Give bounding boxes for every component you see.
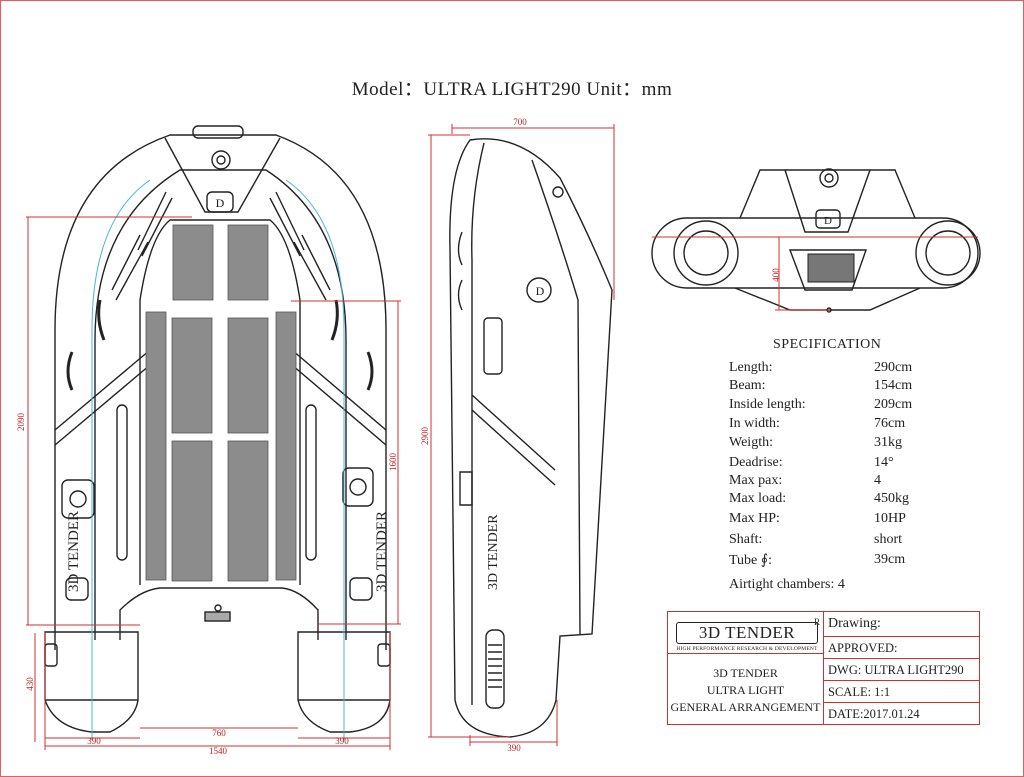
spec-label: Max HP: xyxy=(729,511,780,526)
spec-value: short xyxy=(874,532,902,547)
spec-label: Max load: xyxy=(729,491,787,506)
spec-label: Shaft: xyxy=(729,532,763,547)
drawing-title: Model：ULTRA LIGHT290 Unit：mm xyxy=(351,79,673,100)
spec-row: Weigth: 31kg xyxy=(729,435,989,453)
airtight-chambers: Airtight chambers: 4 xyxy=(729,577,845,592)
top-outer-tube xyxy=(54,134,387,650)
title-block: 3D TENDER R HIGH PERFORMANCE RESEARCH & … xyxy=(667,611,980,725)
bow-badge-letter: D xyxy=(216,196,225,210)
spec-label: Tube ∮: xyxy=(729,553,772,568)
spec-value: 31kg xyxy=(874,435,902,450)
dim-front-height: 400 xyxy=(771,268,781,282)
top-view-dimensions xyxy=(26,216,401,750)
hull-brand-left: 3D TENDER xyxy=(66,511,82,592)
side-hull-outline xyxy=(449,138,613,738)
spec-row: Inside length: 209cm xyxy=(729,397,989,415)
spec-row: Shaft: short xyxy=(729,532,989,550)
bow-handle xyxy=(192,125,244,139)
side-badge-letter: D xyxy=(536,284,545,298)
spec-value: 154cm xyxy=(874,378,913,393)
floor-panels xyxy=(145,224,297,582)
spec-row: Tube ∮: 39cm xyxy=(729,552,989,570)
date-label: DATE:2017.01.24 xyxy=(828,707,920,721)
spec-value: 4 xyxy=(874,473,881,488)
scale-label: SCALE: 1:1 xyxy=(828,685,891,699)
dim-top-tube-right: 390 xyxy=(335,736,349,746)
name-line-2: ULTRA LIGHT xyxy=(706,683,785,697)
spec-row: Max HP: 10HP xyxy=(729,511,989,529)
spec-value: 290cm xyxy=(874,360,913,375)
front-view-dimensions xyxy=(652,236,978,311)
spec-row: Beam: 154cm xyxy=(729,378,989,396)
drawing-label: Drawing: xyxy=(828,616,881,631)
spec-label: Max pax: xyxy=(729,473,783,488)
name-line-3: GENERAL ARRANGEMENT xyxy=(670,700,821,714)
name-line-1: 3D TENDER xyxy=(713,666,778,680)
spec-row: Length: 290cm xyxy=(729,360,989,378)
spec-value: 10HP xyxy=(874,511,906,526)
logo-main-text: 3D TENDER xyxy=(676,622,818,644)
specification-title: SPECIFICATION xyxy=(773,337,882,352)
spec-row: In width: 76cm xyxy=(729,416,989,434)
hull-brand-right: 3D TENDER xyxy=(374,511,390,592)
dim-top-inside-width: 760 xyxy=(212,728,226,738)
company-logo: 3D TENDER R HIGH PERFORMANCE RESEARCH & … xyxy=(676,617,820,652)
spec-value: 39cm xyxy=(874,552,906,567)
top-view-water-lines xyxy=(91,179,345,740)
dim-top-inside-length: 1600 xyxy=(388,453,398,472)
spec-label: In width: xyxy=(729,416,780,431)
approved-label: APPROVED: xyxy=(828,641,898,655)
dim-top-cone-length: 430 xyxy=(25,677,35,691)
dim-top-beam: 1540 xyxy=(209,746,228,756)
top-inner-tube xyxy=(94,169,347,640)
dim-side-tube: 390 xyxy=(507,743,521,753)
dim-side-length: 2900 xyxy=(420,427,430,446)
spec-label: Beam: xyxy=(729,378,766,393)
spec-label: Deadrise: xyxy=(729,455,783,470)
spec-label: Length: xyxy=(729,360,773,375)
spec-label: Weigth: xyxy=(729,435,773,450)
logo-subtitle: HIGH PERFORMANCE RESEARCH & DEVELOPMENT xyxy=(676,646,818,652)
side-view xyxy=(449,138,613,738)
spec-value: 450kg xyxy=(874,491,909,506)
spec-row: Max pax: 4 xyxy=(729,473,989,491)
spec-row: Deadrise: 14° xyxy=(729,455,989,473)
side-view-dimensions xyxy=(428,124,615,746)
logo-registered-mark: R xyxy=(813,617,820,627)
spec-label: Inside length: xyxy=(729,397,806,412)
front-view xyxy=(651,168,981,313)
dim-side-depth-top: 700 xyxy=(513,117,527,127)
dim-top-tube-left: 390 xyxy=(87,736,101,746)
spec-row: Max load: 450kg xyxy=(729,491,989,509)
spec-value: 14° xyxy=(874,455,894,470)
dim-top-overall-length: 2090 xyxy=(16,413,26,432)
spec-value: 209cm xyxy=(874,397,913,412)
side-brand-text: 3D TENDER xyxy=(486,514,501,590)
front-mesh-grille xyxy=(807,253,855,283)
front-badge-letter: D xyxy=(824,215,832,227)
spec-value: 76cm xyxy=(874,416,906,431)
dwg-number: DWG: ULTRA LIGHT290 xyxy=(828,663,964,677)
